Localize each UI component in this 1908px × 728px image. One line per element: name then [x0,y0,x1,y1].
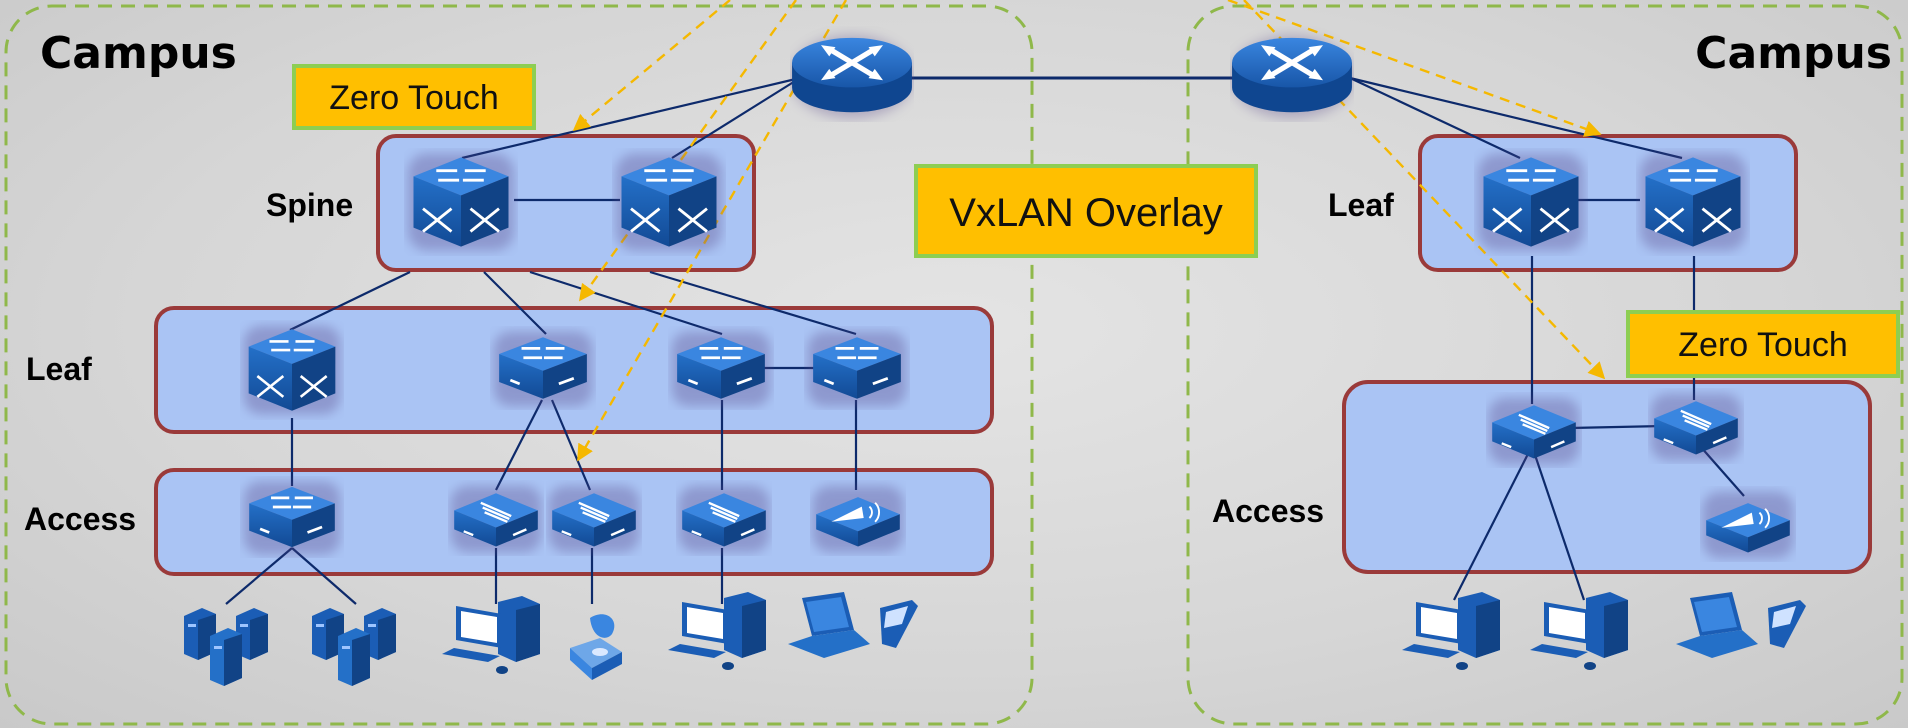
core-switch-icon [616,154,722,251]
core-switch-icon [243,326,340,414]
campus-left-boundary [4,4,1034,726]
svg-text:Zero Touch: Zero Touch [1678,326,1847,364]
l3-switch-icon [672,332,771,407]
network-links [225,76,1745,605]
campus-right-title: Campus [1695,28,1892,79]
ip-phone-icon [570,614,622,680]
desktop-pc-icon [668,592,766,670]
l2-switch-icon [1488,398,1579,465]
laptop-pda-icon [1676,592,1806,658]
desktop-pc-icon [1402,592,1500,670]
core-switch-icon [408,154,514,251]
zero-touch-callout-right: Zero Touch [1626,310,1900,378]
desktop-pc-icon [1530,592,1628,670]
l2-switch-icon [450,486,541,553]
l2-switch-icon [548,486,639,553]
svg-text:VxLAN Overlay: VxLAN Overlay [949,191,1222,235]
laptop-pda-icon [788,592,918,658]
access-label-left: Access [24,501,136,537]
core-switch-icon [1640,154,1746,251]
campus-left-title: Campus [40,28,237,79]
l3-switch-icon [808,332,907,407]
wireless-ap-icon [1702,492,1793,559]
campus-right-boundary [1186,4,1904,726]
l3-switch-icon [494,332,593,407]
leaf-label-left: Leaf [26,351,92,387]
desktop-pc-icon [442,596,540,674]
svg-text:Zero Touch: Zero Touch [329,79,498,117]
spine-label: Spine [266,187,353,223]
server-icon [312,608,396,686]
core-switch-icon [1478,154,1584,251]
l3-switch-icon [244,481,341,554]
access-label-right: Access [1212,493,1324,529]
vxlan-overlay-callout: VxLAN Overlay [914,164,1258,258]
router-icon [790,36,914,119]
l2-switch-icon [1650,394,1741,461]
leaf-label-right: Leaf [1328,187,1394,223]
wireless-ap-icon [812,486,903,553]
router-icon [1230,36,1354,119]
server-icon [184,608,268,686]
zero-touch-callout-left: Zero Touch [292,64,536,130]
l2-switch-icon [678,486,769,553]
